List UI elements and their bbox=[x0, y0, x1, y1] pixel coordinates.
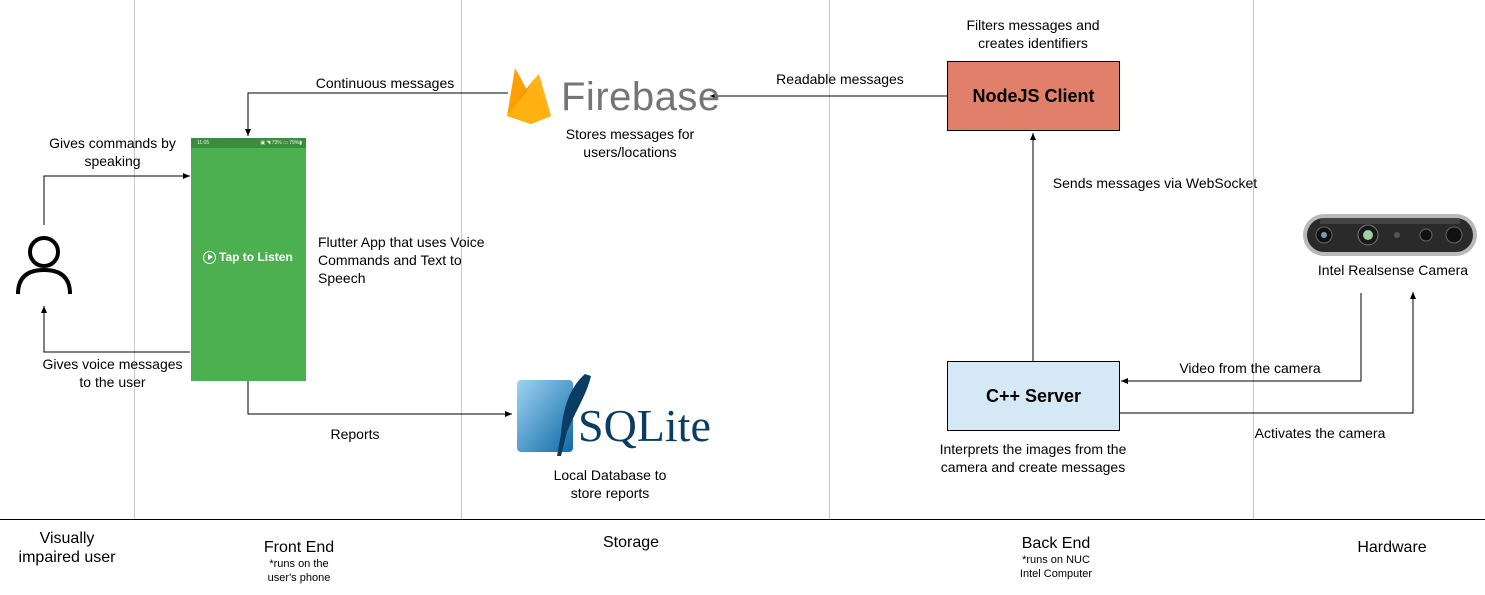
column-storage-title: Storage bbox=[602, 534, 660, 551]
gives-commands-label: Gives commands by speaking bbox=[49, 135, 176, 169]
tap-to-listen-label: Tap to Listen bbox=[219, 250, 293, 264]
arrow-camera-to-cpp bbox=[1121, 293, 1362, 384]
cpp-server-label: C++ Server bbox=[985, 385, 1082, 406]
status-icons: ▣ ◥ 79% ▭ 79%▮ bbox=[260, 140, 302, 146]
node-caption: Filters messages and creates identifiers bbox=[966, 17, 1100, 51]
edge-readable-label: Readable messages bbox=[776, 71, 904, 87]
cpp-caption: Interprets the images from the camera an… bbox=[939, 441, 1127, 475]
arrow-firebase-to-app bbox=[245, 92, 508, 136]
column-user-title: Visually impaired user bbox=[18, 530, 116, 566]
column-back-end: Back End *runs on NUC Intel Computer bbox=[986, 534, 1126, 581]
cpp-server-box: C++ Server bbox=[947, 361, 1120, 431]
column-dividers bbox=[134, 0, 1254, 519]
column-back-end-note: *runs on NUC Intel Computer bbox=[1019, 554, 1093, 580]
column-user: Visually impaired user bbox=[0, 529, 134, 567]
edge-reports-label: Reports bbox=[330, 426, 380, 442]
camera-caption: Intel Realsense Camera bbox=[1317, 262, 1469, 278]
user-icon bbox=[16, 236, 72, 295]
column-front-end-note: *runs on the user's phone bbox=[267, 558, 331, 584]
sqlite-feather-icon bbox=[517, 374, 591, 456]
edge-video-label: Video from the camera bbox=[1179, 360, 1321, 376]
sqlite-caption: Local Database to store reports bbox=[553, 467, 667, 501]
arrow-user-to-app bbox=[43, 173, 190, 225]
column-storage: Storage bbox=[561, 533, 701, 552]
edge-activates-label: Activates the camera bbox=[1254, 425, 1386, 441]
edge-websocket-label: Sends messages via WebSocket bbox=[1052, 175, 1258, 191]
status-time: 11:05 bbox=[197, 140, 210, 146]
arrow-app-to-user bbox=[41, 306, 190, 353]
flutter-app-screen: 11:05 ▣ ◥ 79% ▭ 79%▮ Tap to Listen bbox=[191, 138, 306, 381]
column-hardware: Hardware bbox=[1322, 538, 1462, 557]
nodejs-client-label: NodeJS Client bbox=[972, 85, 1095, 106]
arrow-app-to-sqlite bbox=[247, 381, 512, 417]
column-front-end: Front End *runs on the user's phone bbox=[229, 538, 369, 585]
column-back-end-title: Back End bbox=[1021, 535, 1091, 552]
play-icon bbox=[203, 250, 216, 264]
arrow-cpp-to-camera bbox=[1120, 292, 1416, 414]
firebase-flame-icon bbox=[507, 68, 551, 124]
firebase-caption: Stores messages for users/locations bbox=[565, 126, 695, 160]
column-hardware-title: Hardware bbox=[1357, 539, 1427, 556]
firebase-logo-text: Firebase bbox=[561, 75, 721, 119]
nodejs-client-box: NodeJS Client bbox=[947, 61, 1120, 131]
edge-continuous-label: Continuous messages bbox=[315, 75, 455, 91]
column-front-end-title: Front End bbox=[263, 539, 335, 556]
tap-to-listen-button[interactable]: Tap to Listen bbox=[203, 250, 293, 264]
realsense-camera-icon bbox=[1303, 214, 1477, 256]
gives-voice-label: Gives voice messages to the user bbox=[42, 356, 183, 390]
sqlite-logo-text: SQLite bbox=[578, 400, 711, 451]
flutter-app-description: Flutter App that uses Voice Commands and… bbox=[318, 234, 485, 286]
phone-status-bar: 11:05 ▣ ◥ 79% ▭ 79%▮ bbox=[191, 138, 306, 148]
